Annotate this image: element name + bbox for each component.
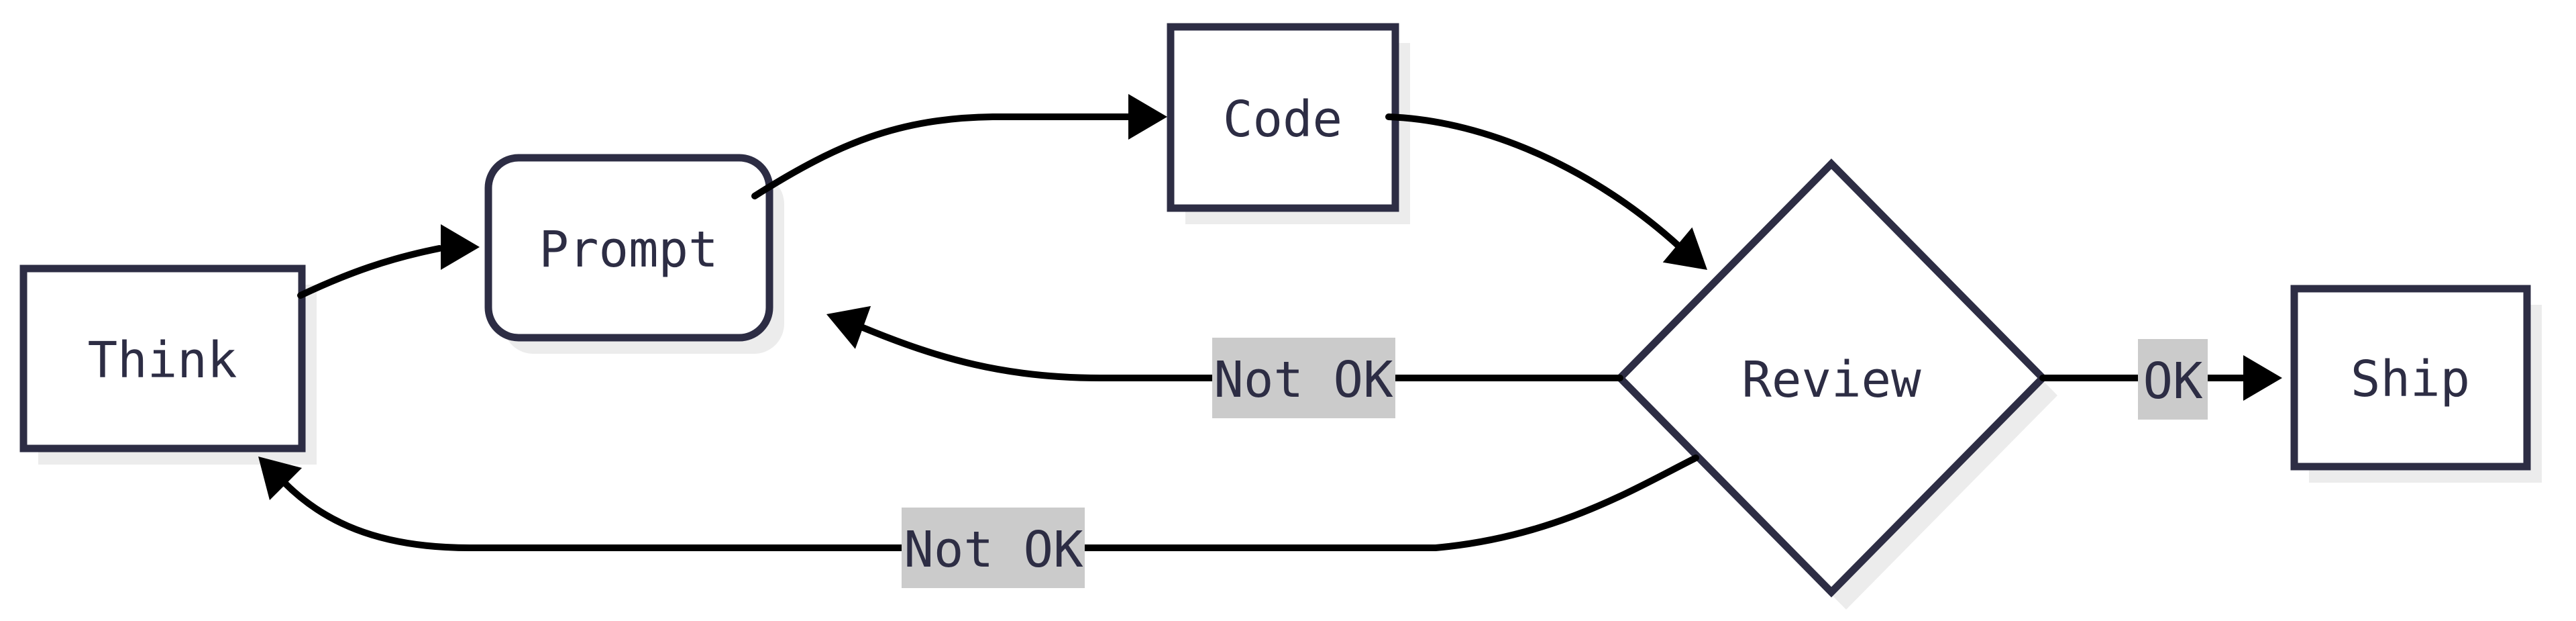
ship-node-box — [2290, 285, 2531, 471]
edge-think-to-prompt-line — [297, 245, 443, 299]
edge-prompt-to-code-arrowhead-icon — [1128, 94, 1167, 140]
edge-review-to-ship-arrowhead-icon — [2243, 355, 2282, 401]
prompt-node-label: Prompt — [539, 221, 718, 279]
think-node-label: Think — [88, 332, 237, 389]
edge-label-not-ok-review-think-bg — [902, 508, 1085, 588]
edge-code-to-review-arrowhead-icon — [1662, 227, 1707, 270]
edge-label-not-ok-review-prompt-text: Not OK — [1214, 351, 1393, 409]
edge-prompt-to-code — [751, 94, 1167, 199]
edge-review-to-prompt-arrowhead-icon — [826, 305, 871, 349]
edge-review-to-think-arrowhead-icon — [258, 457, 303, 501]
edge-review-to-prompt — [826, 305, 1623, 381]
edge-code-to-review-line — [1385, 113, 1682, 250]
edge-code-to-review — [1385, 113, 1707, 270]
edge-review-to-think-line — [281, 455, 1699, 551]
code-node: Code — [1167, 23, 1399, 212]
review-node-label: Review — [1741, 351, 1921, 409]
edge-review-to-think — [258, 455, 1699, 551]
review-node: Review — [1615, 158, 2048, 598]
prompt-node: Prompt — [484, 154, 773, 342]
nodes: Think Prompt Code Review Ship — [19, 23, 2531, 598]
think-node: Think — [19, 265, 306, 452]
code-node-label: Code — [1223, 91, 1342, 148]
edge-think-to-prompt — [297, 224, 480, 299]
edge-prompt-to-code-line — [751, 113, 1134, 199]
edge-labels: Not OK Not OK OK — [902, 338, 2208, 588]
edge-label-ok-review-ship-text: OK — [2143, 352, 2203, 410]
edge-label-not-ok-review-prompt: Not OK — [1212, 338, 1395, 418]
review-node-diamond — [1615, 158, 2048, 598]
edges — [258, 94, 2282, 551]
ship-node-label: Ship — [2351, 350, 2470, 408]
prompt-node-box — [484, 154, 773, 342]
edge-label-ok-review-ship: OK — [2138, 339, 2208, 420]
edge-label-ok-review-ship-bg — [2138, 339, 2208, 420]
edge-think-to-prompt-arrowhead-icon — [441, 224, 480, 270]
edge-label-not-ok-review-prompt-bg — [1212, 338, 1395, 418]
think-node-box — [19, 265, 306, 452]
ship-node: Ship — [2290, 285, 2531, 471]
edge-label-not-ok-review-think-text: Not OK — [904, 521, 1083, 579]
edge-review-to-prompt-line — [858, 324, 1623, 381]
edge-label-not-ok-review-think: Not OK — [902, 508, 1085, 588]
